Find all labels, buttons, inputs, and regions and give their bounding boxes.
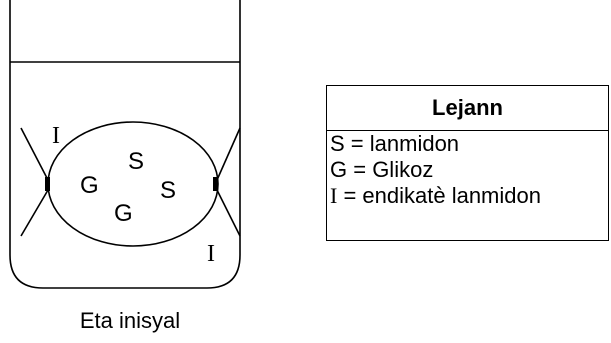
legend-box: Lejann S = lanmidon G = Glikoz I = endik… [326, 85, 609, 241]
glucose-label-left: G [80, 172, 99, 199]
legend-item-starch: S = lanmidon [327, 131, 608, 157]
diagram-caption: Eta inisyal [79, 308, 181, 333]
legend-text: = Glikoz [347, 157, 434, 182]
legend-symbol: I [330, 183, 338, 208]
legend-symbol: S [330, 131, 345, 156]
legend-symbol: G [330, 157, 348, 182]
legend-item-glucose: G = Glikoz [327, 157, 608, 183]
left-tie [20, 127, 50, 237]
right-tie [213, 127, 241, 237]
beaker-outline [9, 0, 241, 289]
glucose-label-bottom: G [114, 200, 133, 227]
legend-item-indicator: I = endikatè lanmidon [327, 183, 608, 209]
legend-title: Lejann [327, 86, 608, 131]
dialysis-bag [47, 121, 219, 247]
indicator-label-bottom: I [207, 241, 215, 267]
indicator-label-top: I [52, 123, 60, 149]
legend-text: = lanmidon [344, 131, 460, 156]
starch-label-right: S [160, 177, 176, 204]
starch-label-top: S [128, 148, 144, 175]
legend-text: = endikatè lanmidon [337, 183, 541, 208]
